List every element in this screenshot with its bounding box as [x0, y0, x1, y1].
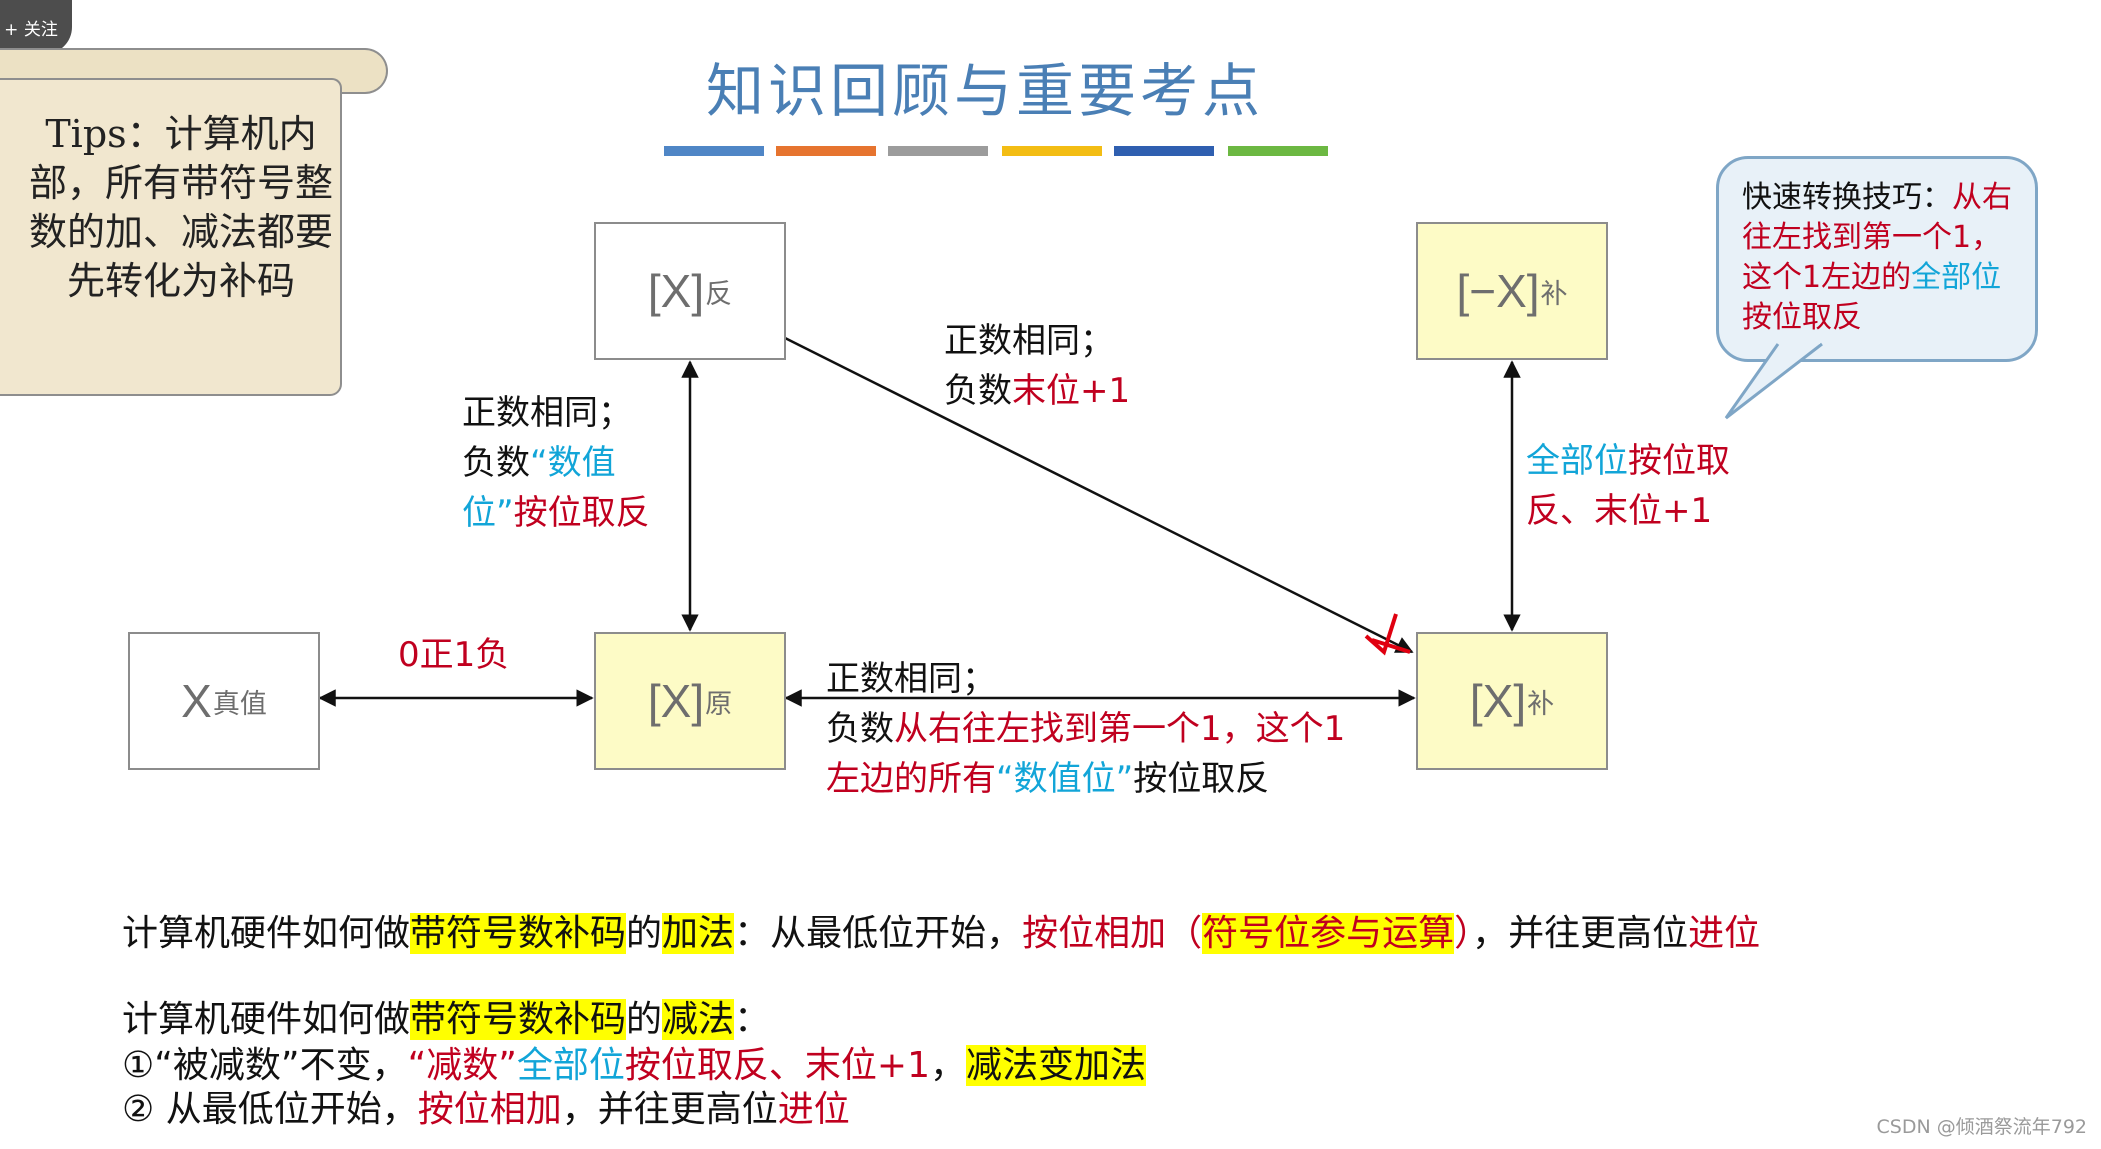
title-stripe: [664, 146, 764, 156]
label-ones-to-twos: 正数相同； 负数末位+1: [944, 321, 1131, 411]
callout-text: 快速转换技巧：从右往左找到第一个1，这个1左边的全部位按位取反: [1742, 180, 2012, 335]
page-title: 知识回顾与重要考点: [705, 57, 1264, 125]
title-stripe: [1228, 146, 1328, 156]
note-subtraction-title: 计算机硬件如何做带符号数补码的减法：: [122, 999, 771, 1040]
label-twos-to-neg: 全部位按位取 反、末位+1: [1526, 441, 1730, 531]
red-pen-mark: [1364, 613, 1411, 656]
box-twos-complement: [X]补: [1416, 632, 1608, 770]
title-stripe: [1114, 146, 1214, 156]
tip-callout: [1716, 156, 2038, 362]
follow-button[interactable]: + 关注: [0, 0, 72, 54]
box-neg-twos-complement: [−X]补: [1416, 222, 1608, 360]
box-ones-complement: [X]反: [594, 222, 786, 360]
csdn-watermark: CSDN @倾酒祭流年792: [1876, 1116, 2087, 1138]
label-orig-to-ones: 正数相同； 负数“数值 位”按位取反: [462, 393, 650, 533]
label-true-to-orig: 0正1负: [398, 635, 510, 675]
tips-scroll: [0, 78, 342, 396]
title-stripe: [888, 146, 988, 156]
note-subtraction-step2: ② 从最低位开始，按位相加，并往更高位进位: [122, 1089, 850, 1130]
box-sign-magnitude: [X]原: [594, 632, 786, 770]
arrow-ones-twos: [784, 336, 1414, 654]
callout-tail: [1724, 340, 1823, 420]
note-subtraction-step1: ①“被减数”不变，“减数”全部位按位取反、末位+1，减法变加法: [122, 1045, 1147, 1086]
title-stripe: [1002, 146, 1102, 156]
tips-text: Tips：计算机内部，所有带符号整数的加、减法都要先转化为补码: [28, 112, 333, 303]
note-addition: 计算机硬件如何做带符号数补码的加法：从最低位开始，按位相加（符号位参与运算），并…: [122, 913, 1761, 954]
label-orig-to-twos: 正数相同； 负数从右往左找到第一个1，这个1 左边的所有“数值位”按位取反: [826, 659, 1346, 799]
title-stripe: [776, 146, 876, 156]
